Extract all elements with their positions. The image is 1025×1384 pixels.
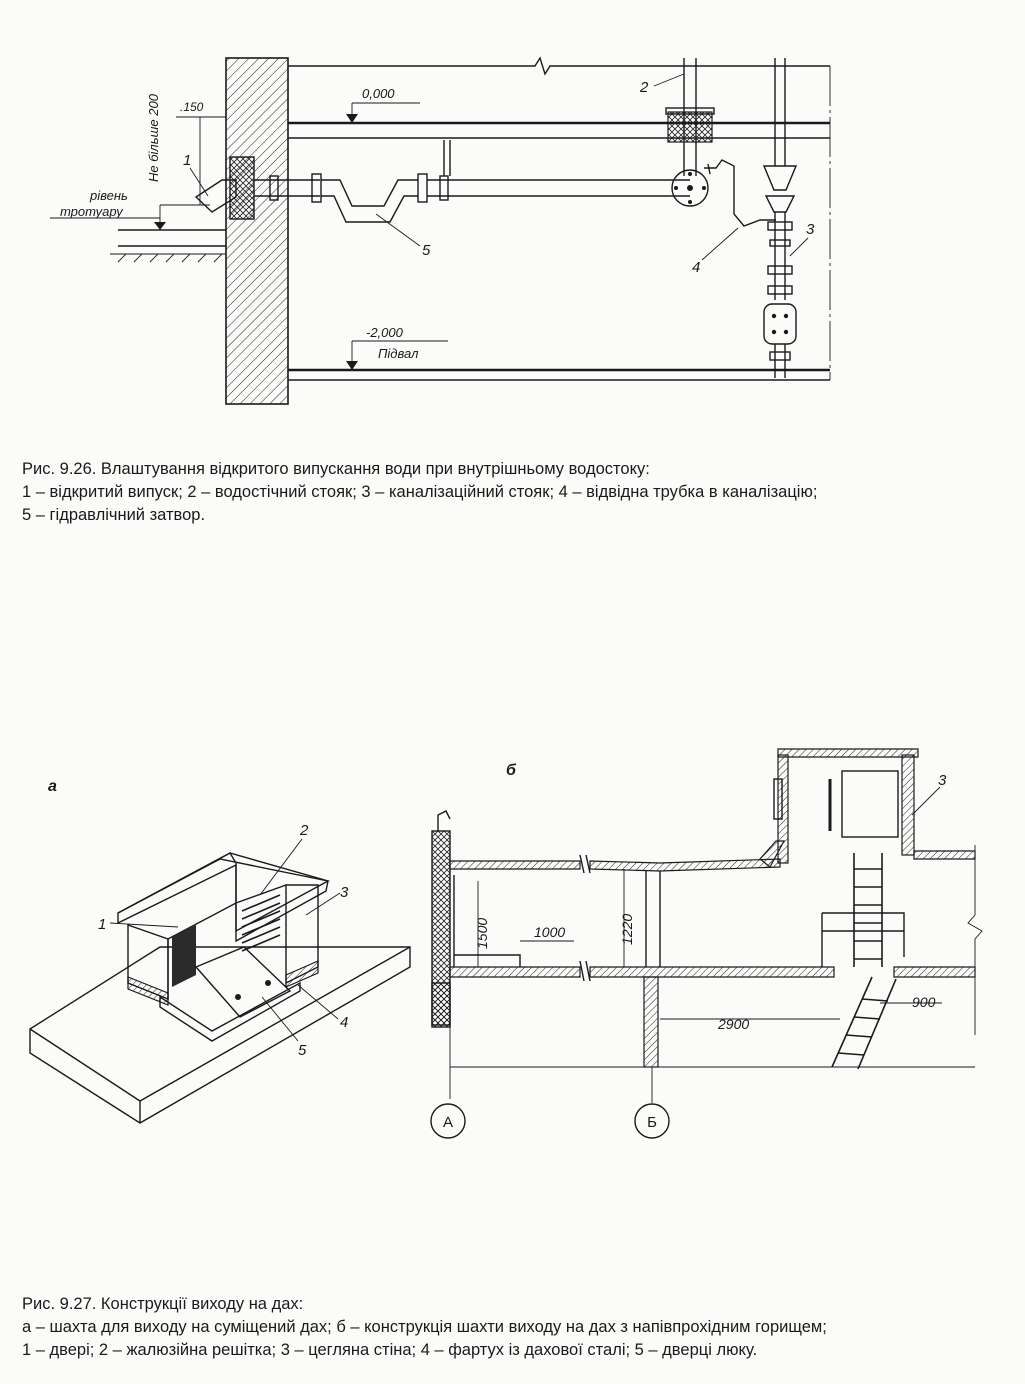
label-4: 4: [692, 259, 700, 276]
axis-b-label: Б: [647, 1114, 657, 1131]
break-line-top: [288, 56, 830, 76]
part-a-tag: а: [48, 778, 57, 795]
dim-900-label: 900: [912, 994, 936, 1010]
dim-2900-label: 2900: [717, 1016, 749, 1032]
dim-1500-label: 1500: [474, 918, 490, 949]
axis-a-label: А: [443, 1114, 453, 1131]
label-5: 5: [422, 242, 431, 259]
ground-hatch: [117, 253, 223, 263]
caption-9-26-title: Рис. 9.26. Влаштування відкритого випуск…: [22, 460, 650, 478]
sewer-stack: [762, 58, 798, 378]
sidewalk-label-2: тротуару: [60, 204, 124, 219]
part-a-label-3: 3: [340, 884, 349, 901]
caption-9-27-title: Рис. 9.27. Конструкції виходу на дах:: [22, 1295, 304, 1313]
roof-hatch-isometric: [29, 852, 411, 1124]
part-b-label-3: 3: [938, 772, 947, 789]
dim-150-label: .150: [180, 100, 204, 114]
not-more-200-label: Не більше 200: [146, 93, 161, 182]
dim-1000-label: 1000: [534, 924, 565, 940]
part-a-label-5: 5: [298, 1042, 307, 1059]
part-a-label-1: 1: [98, 916, 106, 933]
part-a-label-2: 2: [299, 822, 309, 839]
axis-b-marker: [634, 1103, 670, 1139]
caption-9-27-line1: а – шахта для виходу на суміщений дах; б…: [22, 1318, 827, 1336]
dim-1220-label: 1220: [619, 914, 635, 945]
sidewalk-label-1: рівень: [89, 188, 128, 203]
label-3: 3: [806, 221, 815, 238]
open-outlet: [194, 179, 237, 213]
drain-pipe: [254, 140, 690, 223]
level-0-label: 0,000: [362, 86, 395, 101]
figure-9-27-caption: Рис. 9.27. Конструкції виходу на дах: а …: [22, 1293, 1012, 1362]
outlet-tube: [704, 159, 776, 227]
level-minus2-label: -2,000: [366, 325, 404, 340]
figure-9-27-drawing: а 1 2 3 4 5: [29, 748, 983, 1139]
basement-label: Підвал: [378, 346, 419, 361]
figure-9-26-drawing: 0,000 -2,000 Підвал рівень тротуару .150…: [50, 56, 831, 405]
figure-9-26-caption: Рис. 9.26. Влаштування відкритого випуск…: [22, 458, 1012, 527]
label-2: 2: [639, 79, 649, 96]
part-b-tag: б: [506, 762, 517, 779]
brick-wall: [225, 57, 289, 405]
axis-a-marker: [430, 1103, 466, 1139]
caption-9-26-line1: 1 – відкритий випуск; 2 – водостічний ст…: [22, 483, 818, 501]
part-a-label-4: 4: [340, 1014, 348, 1031]
roof-exit-section: [431, 748, 983, 1070]
wall-sleeve: [229, 156, 255, 220]
label-1: 1: [183, 152, 191, 169]
caption-9-27-line2: 1 – двері; 2 – жалюзійна решітка; 3 – це…: [22, 1341, 758, 1359]
downpipe-stack: [665, 58, 715, 207]
caption-9-26-line2: 5 – гідравлічний затвор.: [22, 506, 206, 524]
